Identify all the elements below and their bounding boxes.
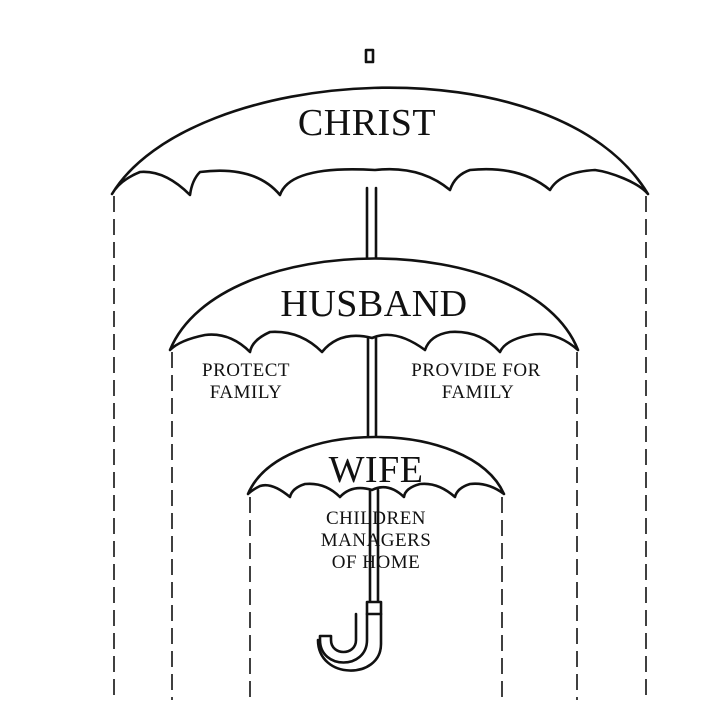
wife-text-line-3: OF HOME: [332, 552, 420, 573]
husband-right-text-line-2: FAMILY: [442, 382, 515, 403]
christ-label: CHRIST: [298, 102, 436, 144]
christ-umbrella-tip: [364, 48, 375, 64]
wife-text-line-2: MANAGERS: [321, 530, 432, 551]
christ-umbrella: CHRIST: [110, 48, 650, 700]
wife-umbrella-handle: [318, 612, 369, 664]
husband-left-text-line-1: PROTECT: [202, 360, 290, 381]
wife-text-line-1: CHILDREN: [326, 508, 426, 529]
husband-umbrella: HUSBAND PROTECT FAMILY PROVIDE FOR FAMIL…: [168, 257, 580, 700]
wife-umbrella-handle-outer: [316, 612, 383, 672]
wife-label: WIFE: [329, 449, 424, 491]
husband-right-text-line-1: PROVIDE FOR: [411, 360, 541, 381]
husband-left-text-line-2: FAMILY: [210, 382, 283, 403]
husband-label: HUSBAND: [280, 283, 467, 325]
wife-umbrella-canopy: [246, 435, 506, 499]
husband-umbrella-canopy: [168, 257, 580, 354]
wife-umbrella: WIFE CHILDREN MANAGERS OF HOME: [246, 435, 506, 700]
christ-umbrella-canopy: [110, 86, 650, 197]
wife-umbrella-collar: [365, 600, 383, 616]
